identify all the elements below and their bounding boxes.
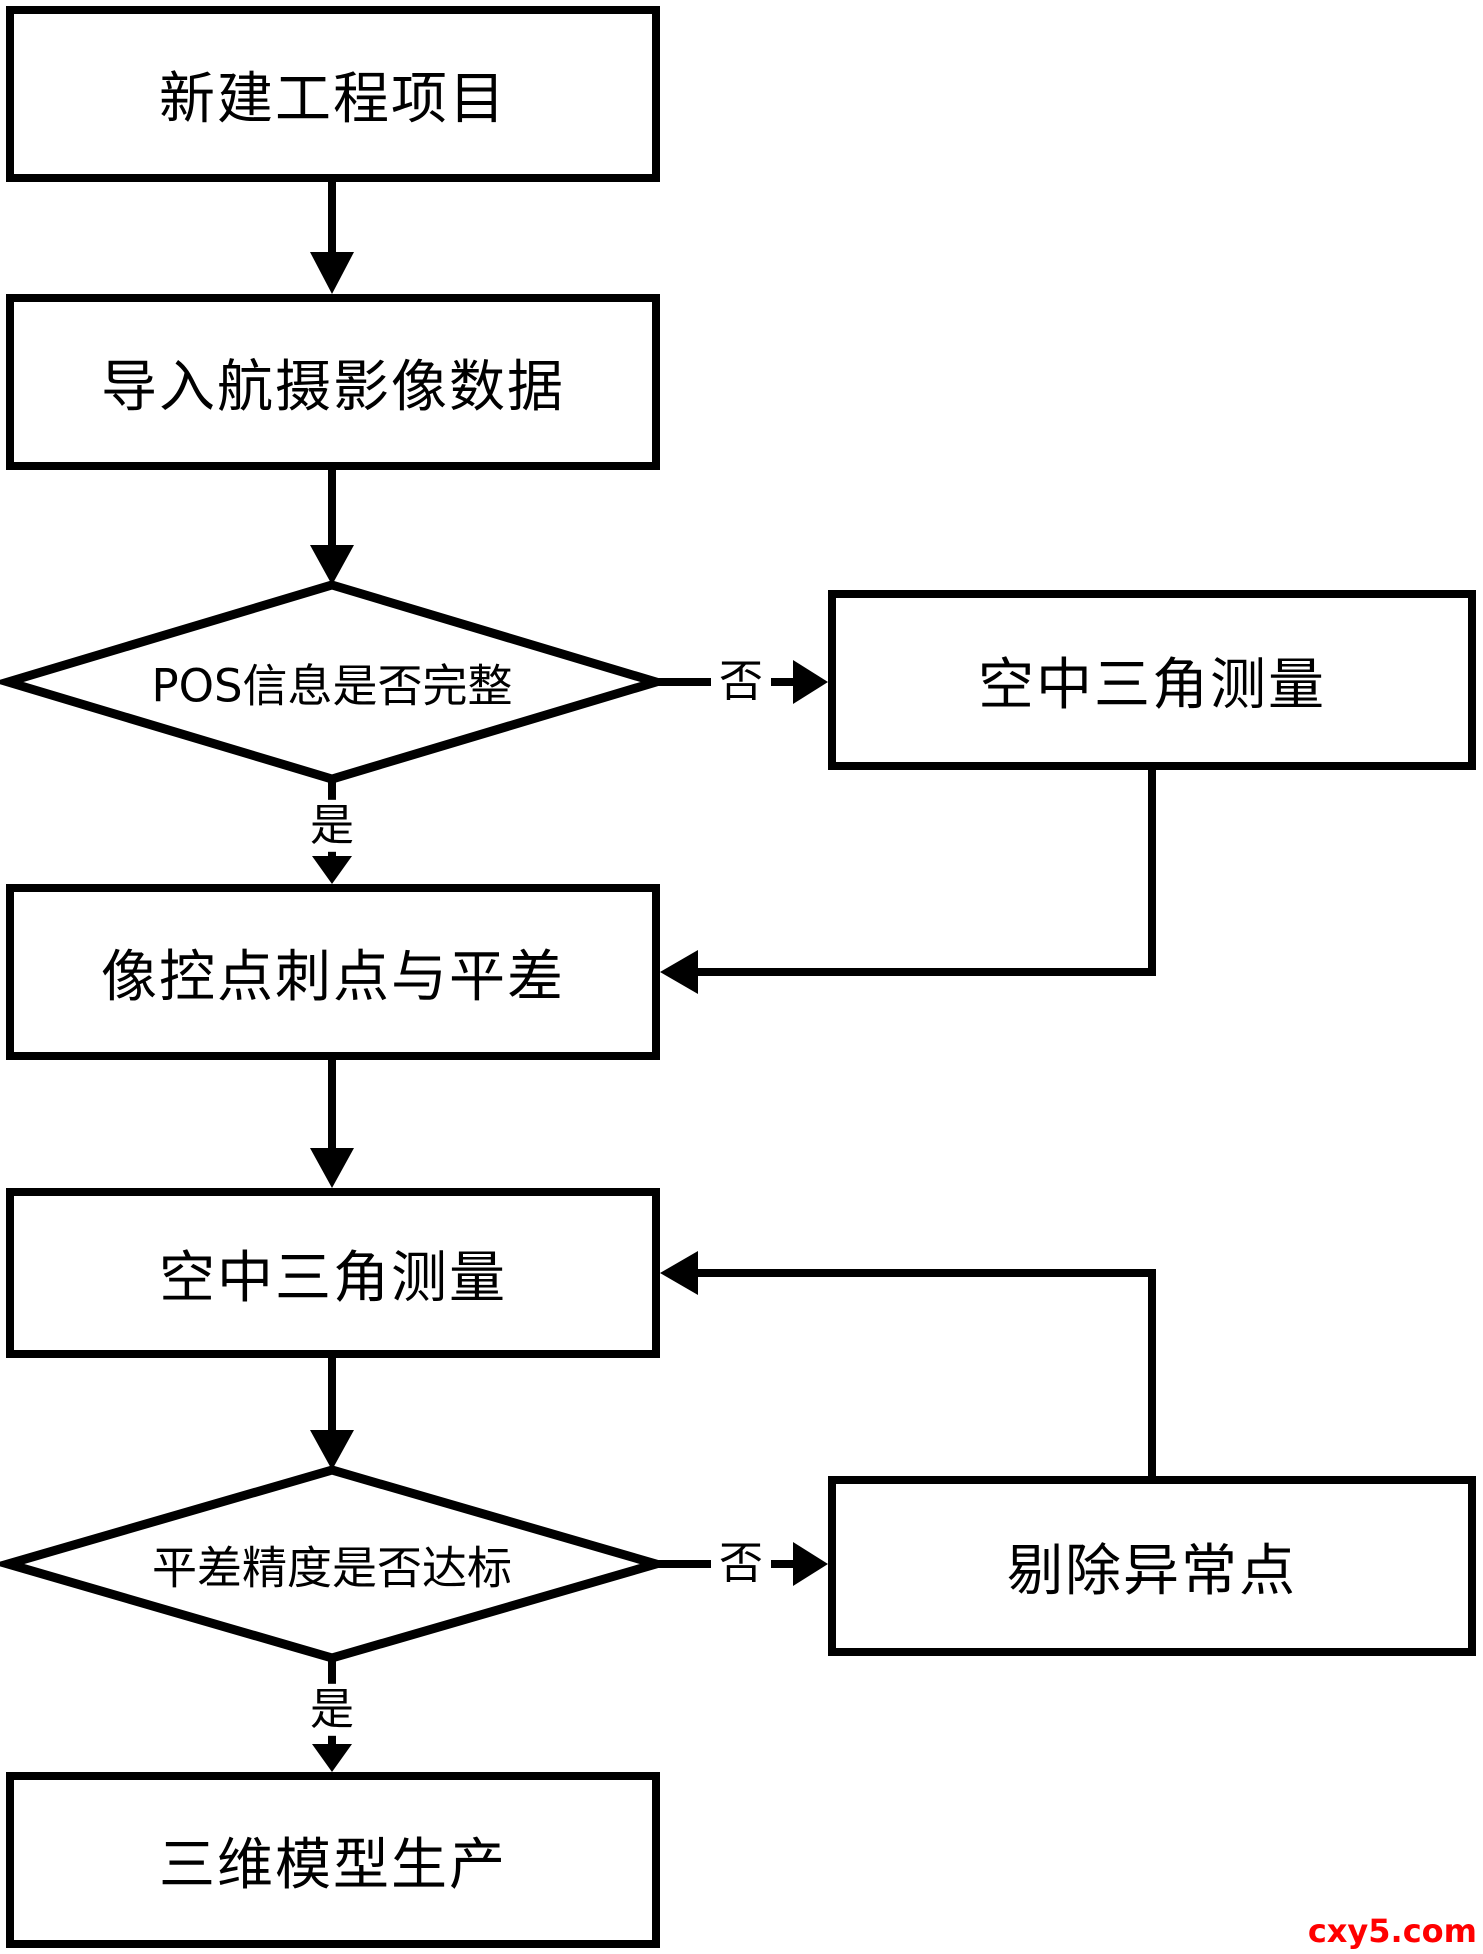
edge-label-yes-accuracy-check: 是 bbox=[302, 1683, 362, 1737]
arrow-create-to-import bbox=[310, 182, 354, 294]
node-model-production-label: 三维模型生产 bbox=[159, 1832, 507, 1898]
node-aerial-triangulation-main: 空中三角测量 bbox=[6, 1188, 660, 1358]
arrow-outliers-to-aero-main bbox=[660, 1251, 1156, 1476]
decision-accuracy-check-label: 平差精度是否达标 bbox=[151, 1541, 513, 1595]
node-aerial-triangulation-no-branch: 空中三角测量 bbox=[828, 590, 1476, 770]
node-create-project: 新建工程项目 bbox=[6, 6, 660, 182]
watermark-text: cxy5.com bbox=[1307, 1912, 1477, 1950]
arrow-aero-to-control bbox=[660, 770, 1156, 994]
node-aerial-triangulation-main-label: 空中三角测量 bbox=[159, 1245, 507, 1311]
node-import-imagery-label: 导入航摄影像数据 bbox=[101, 354, 565, 420]
node-control-point-adjust-label: 像控点刺点与平差 bbox=[101, 944, 565, 1010]
node-control-point-adjust: 像控点刺点与平差 bbox=[6, 884, 660, 1060]
edge-label-yes-pos-check: 是 bbox=[302, 799, 362, 853]
node-remove-outliers-label: 剔除异常点 bbox=[1007, 1538, 1297, 1604]
arrow-control-to-aero-main bbox=[310, 1060, 354, 1188]
edge-label-no-pos-check: 否 bbox=[711, 655, 771, 709]
arrow-import-to-pos-check bbox=[310, 470, 354, 585]
decision-pos-check-label: POS信息是否完整 bbox=[151, 659, 513, 713]
node-import-imagery: 导入航摄影像数据 bbox=[6, 294, 660, 470]
node-remove-outliers: 剔除异常点 bbox=[828, 1476, 1476, 1656]
node-create-project-label: 新建工程项目 bbox=[159, 66, 507, 132]
node-model-production: 三维模型生产 bbox=[6, 1772, 660, 1948]
arrow-aero-main-to-accuracy bbox=[310, 1358, 354, 1470]
edge-label-no-accuracy-check: 否 bbox=[711, 1537, 771, 1591]
node-aerial-triangulation-no-branch-label: 空中三角测量 bbox=[978, 652, 1326, 718]
